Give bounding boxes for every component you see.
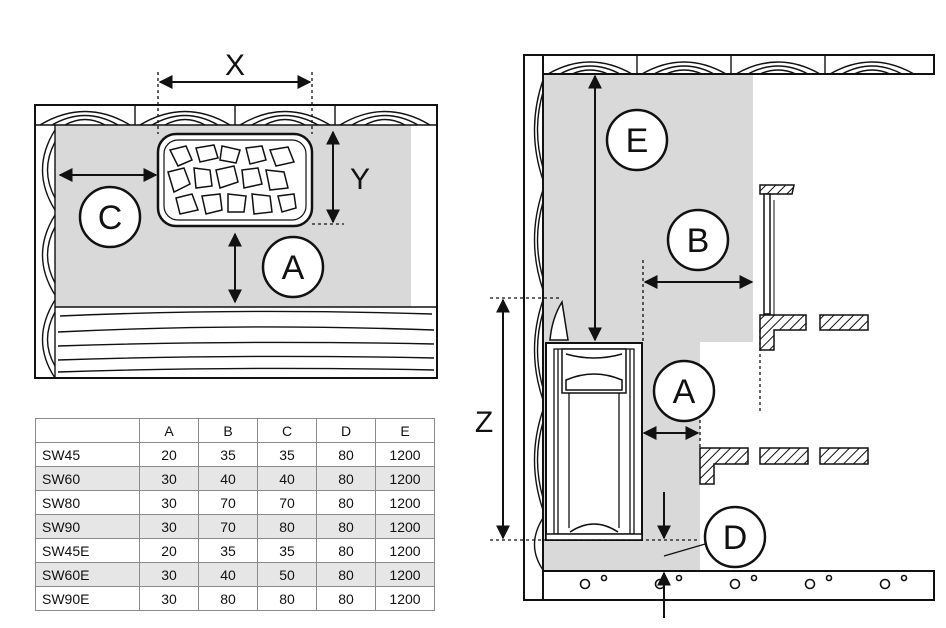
heater-top-view: [156, 132, 314, 228]
table-cell: 1200: [375, 514, 435, 539]
side-view: E B A Z D: [475, 54, 935, 618]
table-cell: 1200: [375, 466, 435, 491]
table-cell: 20: [139, 442, 199, 467]
table-cell: 40: [198, 562, 258, 587]
left-wall-logs: [41, 125, 56, 379]
column-header-a: A: [139, 418, 199, 443]
table-cell: 35: [198, 442, 258, 467]
dimension-c: C: [58, 168, 158, 249]
table-row: SW90 30 70 80 80 1200: [35, 514, 435, 539]
dimension-e: E: [588, 74, 669, 342]
model-name: SW80: [35, 490, 140, 515]
dimension-y: Y: [312, 130, 370, 225]
lower-bench: [699, 447, 869, 485]
upper-bench: [759, 184, 869, 412]
table-row: SW80 30 70 70 80 1200: [35, 490, 435, 515]
table-cell: 50: [257, 562, 317, 587]
table-header-corner: [35, 418, 140, 443]
model-name: SW90E: [35, 586, 140, 611]
stones: [167, 144, 297, 215]
table-cell: 80: [198, 586, 258, 611]
label-a-side: A: [673, 373, 696, 411]
table-cell: 30: [139, 514, 199, 539]
table-cell: 30: [139, 562, 199, 587]
table-header-row: A B C D E: [35, 418, 435, 443]
column-header-d: D: [316, 418, 376, 443]
table-cell: 1200: [375, 586, 435, 611]
table-cell: 30: [139, 586, 199, 611]
table-cell: 35: [198, 538, 258, 563]
table-cell: 40: [257, 466, 317, 491]
table-cell: 80: [316, 514, 376, 539]
table-row: SW60E 30 40 50 80 1200: [35, 562, 435, 587]
table-cell: 80: [316, 490, 376, 515]
table-cell: 80: [316, 586, 376, 611]
dimension-x: X: [157, 49, 313, 134]
table-cell: 80: [316, 538, 376, 563]
column-header-b: B: [198, 418, 258, 443]
table-cell: 1200: [375, 562, 435, 587]
table-cell: 80: [257, 514, 317, 539]
bench-planks: [55, 306, 437, 373]
column-header-c: C: [257, 418, 317, 443]
table-cell: 20: [139, 538, 199, 563]
label-a-top: A: [282, 249, 305, 287]
table-row: SW90E 30 80 80 80 1200: [35, 586, 435, 611]
model-name: SW90: [35, 514, 140, 539]
table-cell: 80: [257, 586, 317, 611]
clearance-table: A B C D E SW45 20 35 35 80 1200 SW60 30 …: [35, 418, 435, 611]
ceiling-logs: [523, 54, 935, 75]
label-d: D: [723, 519, 748, 557]
label-y: Y: [350, 163, 370, 196]
dimension-b: B: [642, 208, 754, 344]
model-name: SW60E: [35, 562, 140, 587]
table-cell: 70: [198, 490, 258, 515]
table-cell: 1200: [375, 490, 435, 515]
table-cell: 1200: [375, 442, 435, 467]
table-cell: 1200: [375, 538, 435, 563]
model-name: SW45: [35, 442, 140, 467]
dimension-z: Z: [475, 297, 698, 541]
table-row: SW45 20 35 35 80 1200: [35, 442, 435, 467]
table-cell: 70: [198, 514, 258, 539]
dimension-a-top: A: [228, 232, 325, 304]
dimension-d: D: [657, 492, 767, 618]
side-left-wall: [523, 54, 544, 601]
model-name: SW60: [35, 466, 140, 491]
label-c: C: [98, 199, 123, 237]
table-cell: 35: [257, 442, 317, 467]
table-cell: 30: [139, 490, 199, 515]
table-cell: 80: [316, 562, 376, 587]
table-cell: 35: [257, 538, 317, 563]
label-x: X: [225, 49, 245, 82]
model-name: SW45E: [35, 538, 140, 563]
table-cell: 40: [198, 466, 258, 491]
dimension-a-side: A: [642, 359, 716, 448]
column-header-e: E: [375, 418, 435, 443]
label-z: Z: [475, 406, 493, 439]
table-cell: 30: [139, 466, 199, 491]
table-cell: 70: [257, 490, 317, 515]
table-row: SW60 30 40 40 80 1200: [35, 466, 435, 491]
label-e: E: [626, 122, 649, 160]
heater-side-view: [545, 299, 643, 541]
side-floor: [542, 570, 935, 601]
table-cell: 80: [316, 466, 376, 491]
top-view: X Y C A: [34, 49, 438, 379]
label-b: B: [687, 222, 710, 260]
table-row: SW45E 20 35 35 80 1200: [35, 538, 435, 563]
table-cell: 80: [316, 442, 376, 467]
